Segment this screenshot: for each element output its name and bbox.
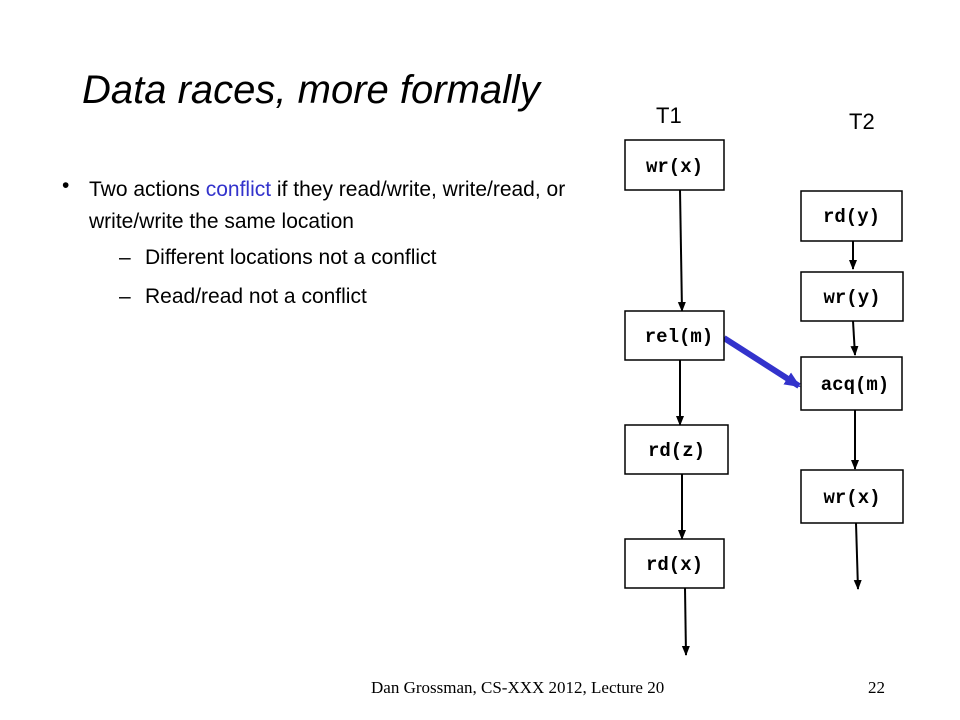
t2-edge [850, 320, 859, 356]
sync-edge-arrow [722, 335, 801, 389]
op-box-t2-rd-y: rd(y) [800, 190, 903, 242]
conflict-highlight: conflict [205, 178, 272, 201]
op-label: rd(y) [823, 206, 880, 228]
t2-edge [853, 522, 862, 590]
sub-bullet-item: –Read/read not a conflict [119, 285, 367, 309]
t1-edge [677, 189, 686, 312]
op-box-t1-wr-x: wr(x) [624, 139, 725, 191]
footer-text: Dan Grossman, CS-XXX 2012, Lecture 20 [371, 678, 665, 697]
op-label: rel(m) [645, 326, 713, 348]
op-label: rd(z) [648, 440, 705, 462]
bullet-text-start: Two actions [89, 178, 206, 201]
sub-bullet-text: Read/read not a conflict [145, 285, 367, 308]
op-box-t1-rd-z: rd(z) [624, 424, 729, 475]
dash-icon: – [119, 246, 131, 269]
t1-edge [681, 587, 690, 656]
op-label: rd(x) [646, 554, 703, 576]
thread-label-t1: T1 [656, 103, 682, 128]
op-box-t2-acq-m: acq(m) [800, 356, 903, 411]
bullet-dot-icon: • [62, 174, 70, 197]
dash-icon: – [119, 285, 131, 308]
op-label: wr(y) [823, 287, 880, 309]
page-number: 22 [868, 678, 885, 697]
op-label: wr(x) [646, 156, 703, 178]
op-box-t2-wr-y: wr(y) [800, 271, 904, 322]
op-box-t1-rd-x: rd(x) [624, 538, 725, 589]
op-label: wr(x) [823, 487, 880, 509]
op-box-t1-rel-m: rel(m) [624, 310, 725, 361]
bullet-text: Two actions conflict if they read/write,… [89, 174, 629, 238]
sub-bullet-text: Different locations not a conflict [145, 246, 437, 269]
slide-title: Data races, more formally [82, 68, 540, 112]
op-box-t2-wr-x: wr(x) [800, 469, 904, 524]
thread-label-t2: T2 [849, 109, 875, 134]
bullet-text-end: if they read/write, write/read, or write… [89, 178, 566, 233]
op-label: acq(m) [821, 374, 889, 396]
sub-bullet-item: –Different locations not a conflict [119, 246, 436, 270]
